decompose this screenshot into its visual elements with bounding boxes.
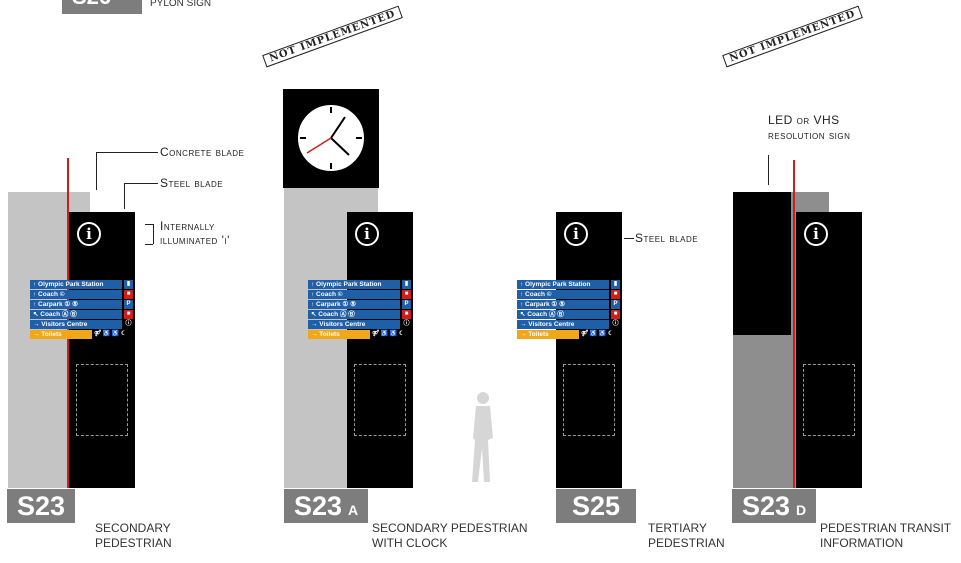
direction-panel-s23a: ↑ Olympic Park Station▮↑ Coach ©■↑ Carpa… (308, 280, 412, 340)
dashed-panel (563, 364, 615, 436)
dashed-panel (354, 364, 406, 436)
direction-symbol: ■ (124, 290, 133, 299)
info-icon: i (564, 222, 588, 246)
direction-row: ↑ Olympic Park Station (308, 280, 400, 289)
info-icon: i (355, 222, 379, 246)
sign-desc-s23: SECONDARY PEDESTRIAN (95, 521, 172, 550)
direction-symbol: ■ (611, 290, 620, 299)
direction-symbol: ▮ (611, 280, 620, 289)
leader-steel (124, 183, 158, 184)
direction-symbol: ⓘ (402, 320, 411, 329)
toilet-symbols: ⚤ ♿ ♿ ☾ (581, 331, 614, 337)
illuminated-label-2: illuminated 'i' (160, 233, 230, 247)
sign-code-text: S23 (17, 491, 66, 521)
direction-symbol: ■ (611, 310, 620, 319)
direction-row: → Visitors Centre (517, 320, 609, 329)
steel-blade-s23d: i (796, 212, 862, 488)
direction-row: ↖ Coach Ⓐ Ⓑ (517, 310, 609, 319)
direction-row: ↖ Coach Ⓐ Ⓑ (30, 310, 122, 319)
illuminated-label-1: Internally (160, 219, 215, 233)
direction-row: ↖ Coach Ⓐ Ⓑ (308, 310, 400, 319)
led-label-1: LED or VHS (768, 113, 840, 127)
direction-row: ↑ Coach © (517, 290, 609, 299)
steel-blade-s23a: i (347, 212, 413, 488)
leader-concrete-v (96, 152, 97, 190)
sign-code-text: S23 (742, 491, 791, 521)
info-icon: i (804, 222, 828, 246)
leader-steel-2 (624, 238, 634, 239)
steel-blade-label-2: Steel blade (635, 231, 699, 245)
direction-symbol: ■ (124, 310, 133, 319)
not-implemented-stamp-2: NOT IMPLEMENTED (722, 5, 864, 68)
direction-row: ↑ Carpark ① ⑤ (30, 300, 122, 309)
direction-row: ↑ Coach © (308, 290, 400, 299)
sign-code-text: S25 (572, 491, 621, 521)
sign-code-s23a: S23 A (284, 489, 369, 523)
bracket-illuminated (145, 224, 153, 225)
sign-code-s23d: S23 D (732, 489, 817, 523)
header-label: PYLON SIGN (150, 0, 212, 9)
direction-row: ↑ Carpark ① ⑤ (308, 300, 400, 309)
direction-row: ↑ Olympic Park Station (30, 280, 122, 289)
direction-row: ↑ Carpark ① ⑤ (517, 300, 609, 309)
toilets-row: → Toilets (308, 330, 370, 339)
sign-code-suffix: D (796, 502, 807, 518)
sign-code-s25: S25 (556, 489, 637, 523)
leader-steel-v (124, 183, 125, 209)
led-screen (733, 192, 791, 335)
bracket-illuminated-b (145, 244, 153, 245)
dashed-panel (76, 364, 128, 436)
direction-symbol: P (124, 300, 133, 309)
direction-panel-s25: ↑ Olympic Park Station▮↑ Coach ©■↑ Carpa… (517, 280, 621, 340)
red-edge-line-s23d (793, 160, 795, 488)
direction-symbol: ▮ (402, 280, 411, 289)
clock-housing (283, 89, 379, 188)
direction-row: → Visitors Centre (308, 320, 400, 329)
direction-symbol: P (402, 300, 411, 309)
info-icon: i (77, 222, 101, 246)
steel-blade-s25: i (556, 212, 622, 488)
leader-led (768, 155, 769, 185)
direction-symbol: ⓘ (124, 320, 133, 329)
sign-code-text: S23 (294, 491, 343, 521)
dashed-panel (803, 364, 855, 436)
direction-symbol: ▮ (124, 280, 133, 289)
direction-symbol: ⓘ (611, 320, 620, 329)
toilets-row: → Toilets (30, 330, 92, 339)
toilet-symbols: ⚤ ♿ ♿ ☾ (372, 331, 405, 337)
sign-desc-s23d: PEDESTRIAN TRANSIT INFORMATION (820, 521, 952, 550)
concrete-blade-label: Concrete blade (160, 145, 245, 159)
sign-desc-s25: TERTIARY PEDESTRIAN (648, 521, 725, 550)
steel-blade-s23: i (69, 212, 135, 488)
toilets-row: → Toilets (517, 330, 579, 339)
not-implemented-stamp-1: NOT IMPLEMENTED (262, 5, 404, 68)
direction-row: ↑ Olympic Park Station (517, 280, 609, 289)
sign-desc-s23a: SECONDARY PEDESTRIAN WITH CLOCK (372, 521, 528, 550)
steel-blade-label-1: Steel blade (160, 176, 224, 190)
direction-row: → Visitors Centre (30, 320, 122, 329)
sign-code-suffix: A (348, 502, 359, 518)
bracket-illuminated-v (153, 224, 154, 244)
direction-symbol: P (611, 300, 620, 309)
direction-symbol: ■ (402, 290, 411, 299)
sign-code-s23: S23 (7, 489, 76, 523)
led-label-2: resolution sign (768, 128, 851, 142)
clock-icon (296, 103, 366, 173)
direction-panel-s23: ↑ Olympic Park Station▮↑ Coach ©■↑ Carpa… (30, 280, 134, 340)
direction-row: ↑ Coach © (30, 290, 122, 299)
toilet-symbols: ⚤ ♿ ♿ ☾ (94, 331, 127, 337)
header-code: S26 (62, 0, 142, 14)
leader-concrete (96, 152, 158, 153)
direction-symbol: ■ (402, 310, 411, 319)
pedestrian-figure (472, 392, 493, 482)
header-code-text: S26 (72, 0, 111, 9)
